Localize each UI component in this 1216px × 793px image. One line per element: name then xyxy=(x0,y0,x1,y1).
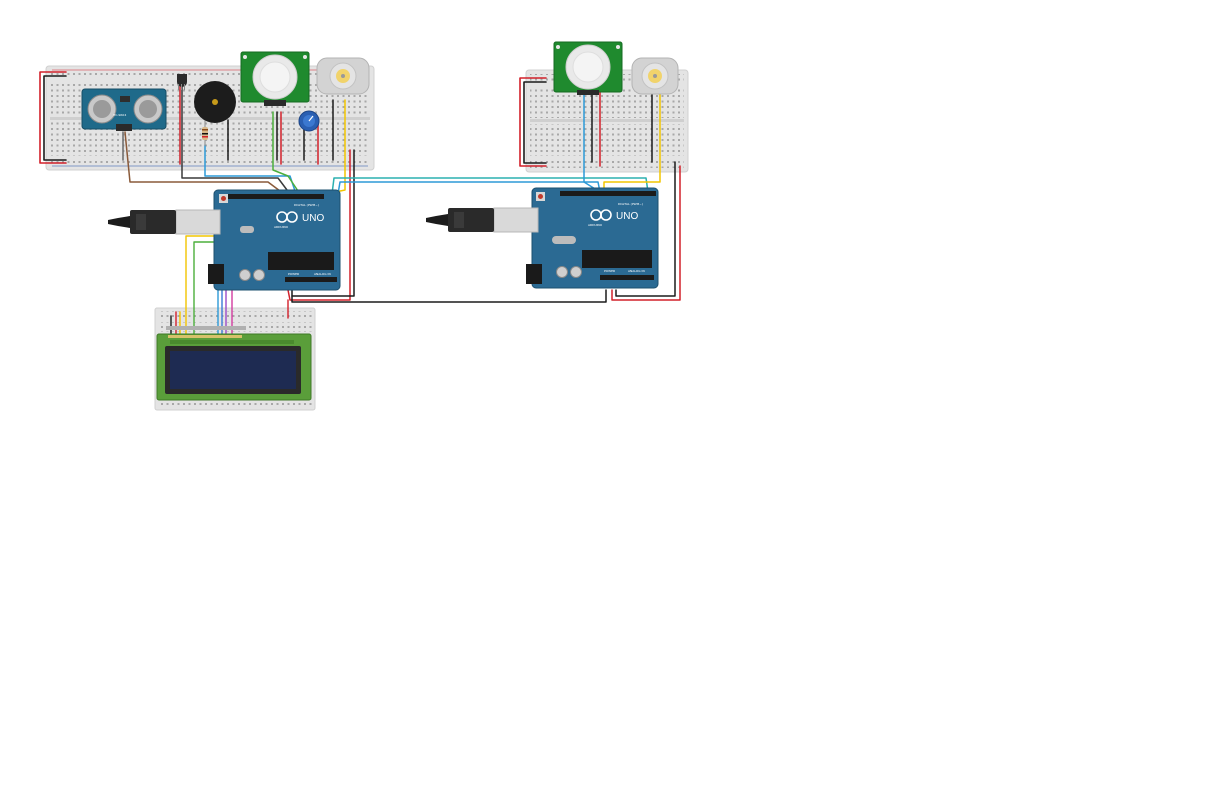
wire-black-rail-left xyxy=(43,75,67,161)
lcd-header-pins xyxy=(166,326,246,330)
wire-black-rail-right xyxy=(523,81,547,164)
uno-label-right: UNO xyxy=(616,211,638,222)
arduino-uno-right[interactable]: UNO ARDUINO DIGITAL (PWM~) POWER ANALOG … xyxy=(526,187,659,289)
digital-label-right: DIGITAL (PWM~) xyxy=(618,202,643,206)
ultrasonic-sensor[interactable]: HC-SR04 xyxy=(81,88,167,131)
wire-yellow-motor-right xyxy=(603,93,661,193)
resistor[interactable] xyxy=(202,120,208,146)
pir-sensor-left[interactable] xyxy=(240,51,310,106)
wire-teal-link-b xyxy=(331,177,649,195)
temperature-sensor[interactable] xyxy=(177,74,187,90)
wire-red-right-uno xyxy=(611,165,681,301)
wire-blue-link-a xyxy=(337,181,601,195)
pir-sensor-right[interactable] xyxy=(553,41,623,95)
digital-label-left: DIGITAL (PWM~) xyxy=(294,203,319,207)
wire-red-to-uno xyxy=(287,149,351,301)
wire-green-pir-left xyxy=(272,111,301,195)
usb-cable-left[interactable] xyxy=(108,209,221,235)
wire-black-right-uno xyxy=(615,161,676,297)
wire-black-temp xyxy=(181,85,291,195)
wire-black-to-uno xyxy=(291,149,355,297)
arduino-label-right: ARDUINO xyxy=(588,223,603,227)
arduino-uno-left[interactable]: UNO ARDUINO DIGITAL (PWM~) POWER ANALOG … xyxy=(208,189,341,291)
wire-red-rail-left xyxy=(39,71,67,164)
usb-cable-right[interactable] xyxy=(426,207,539,233)
piezo-buzzer[interactable] xyxy=(194,81,236,123)
analog-label-left: ANALOG IN xyxy=(314,272,331,276)
wire-brown-sonar xyxy=(124,131,285,195)
lcd-16x2[interactable] xyxy=(156,333,312,401)
arduino-label-left: ARDUINO xyxy=(274,225,289,229)
power-label-right: POWER xyxy=(604,269,615,273)
uno-label-left: UNO xyxy=(302,213,324,224)
wire-red-rail-right xyxy=(519,77,547,167)
analog-label-right: ANALOG IN xyxy=(628,269,645,273)
power-label-left: POWER xyxy=(288,272,299,276)
dc-motor-left[interactable] xyxy=(316,57,370,95)
dc-motor-right[interactable] xyxy=(631,57,679,95)
sonar-label: HC-SR04 xyxy=(113,113,126,117)
wire-blue-temp xyxy=(204,144,297,195)
wire-black-link xyxy=(291,289,607,303)
potentiometer[interactable] xyxy=(298,110,320,132)
